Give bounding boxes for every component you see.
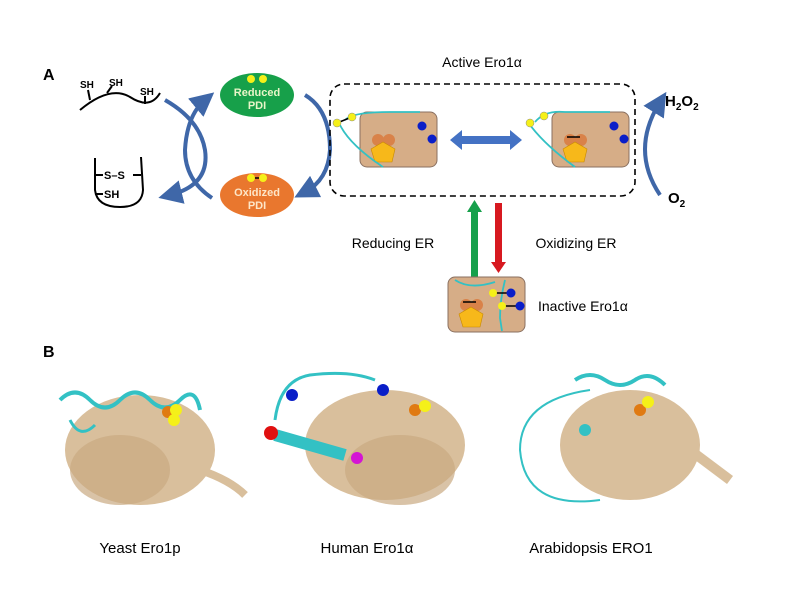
sh-label: SH <box>80 80 94 91</box>
structure-label: Yeast Ero1p <box>99 540 180 557</box>
reducing-er-label: Reducing ER <box>352 235 435 251</box>
reduced-pdi: Reduced PDI <box>220 73 294 117</box>
oxidizing-er-label: Oxidizing ER <box>536 235 617 251</box>
oxidized-pdi-label: PDI <box>248 200 266 212</box>
equilibrium-double-arrow <box>450 130 522 150</box>
structure-label: Arabidopsis ERO1 <box>529 540 652 557</box>
active-ero1a-box <box>329 83 636 197</box>
reduced-pdi-label: PDI <box>248 100 266 112</box>
o2-label: O2 <box>668 190 686 210</box>
disulfide-label: S–S <box>104 170 125 182</box>
inactive-ero1a-label: Inactive Ero1α <box>538 298 628 314</box>
panel-b-label: B <box>43 344 55 361</box>
inactive-ero1a <box>447 276 526 333</box>
human-ero1a-structure <box>264 371 465 505</box>
oxidized-pdi-label: Oxidized <box>234 187 280 199</box>
panel-a-label: A <box>43 67 55 84</box>
arabidopsis-ero1-structure <box>518 373 733 503</box>
active-ero1a-left <box>332 111 438 168</box>
red-down-arrow <box>491 203 506 273</box>
reduced-substrate: SH SH SH <box>79 78 161 111</box>
green-up-arrow <box>467 200 482 280</box>
oxidized-pdi: Oxidized PDI <box>220 173 294 217</box>
h2o2-label: H2O2 <box>665 93 699 113</box>
structure-label: Human Ero1α <box>321 540 414 557</box>
sh-label: SH <box>104 189 119 201</box>
yeast-ero1p-structure <box>58 390 248 505</box>
oxidized-substrate: S–S SH <box>94 156 145 209</box>
sh-label: SH <box>140 87 154 98</box>
active-ero1a-right <box>525 110 630 168</box>
o2-to-h2o2-arrow <box>643 91 667 197</box>
sh-label: SH <box>109 78 123 89</box>
active-ero1a-title: Active Ero1α <box>442 54 522 70</box>
reduced-pdi-label: Reduced <box>234 87 280 99</box>
